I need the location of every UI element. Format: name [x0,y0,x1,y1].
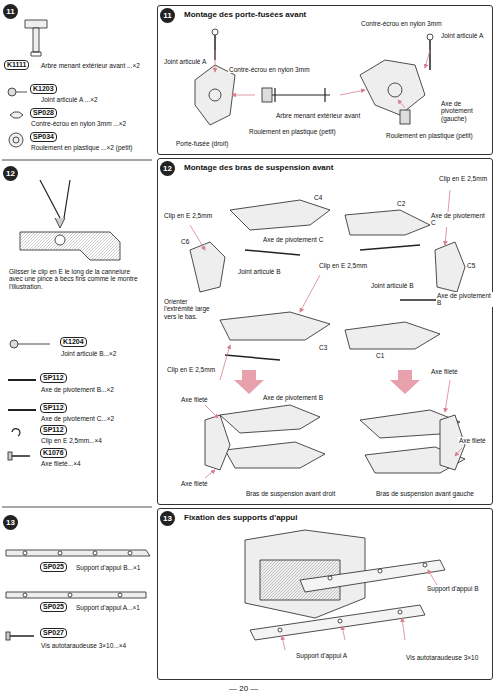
part-label: Roulement en plastique (petit) [248,128,337,135]
part-label: Contre-écrou en nylon 3mm [228,66,311,73]
part-label: Axe de pivotement C...×2 [40,415,115,422]
step-number: 11 [3,4,18,19]
step-title: Fixation des supports d'appui [182,513,299,522]
part-label: Contre-écrou en nylon 3mm ...×2 [30,120,127,127]
part-label: Porte-fusée (droit) [175,140,229,147]
step-title: Montage des bras de suspension avant [182,163,335,172]
step-number: 11 [160,8,175,23]
part-label: Support d'appui A [295,652,348,659]
part-code: K1076 [40,448,67,458]
part-label: C2 [396,200,406,207]
part-code: K1111 [4,60,29,70]
step-number: 13 [160,511,175,526]
part-label: Arbre menant extérieur avant ...×2 [40,62,141,69]
step-title: Montage des porte-fusées avant [182,10,308,19]
note-text: Axe de pivotement B [436,292,493,307]
part-label: C6 [180,238,190,245]
part-label: Arbre menant extérieur avant [275,112,361,119]
part-label: Joint articulé A [440,32,484,39]
part-label: Clip en E 2,5mm [163,212,213,219]
part-code: SP025 [40,562,67,572]
part-label: Joint articulé B [370,282,415,289]
part-label: Axe de pivotement B...×2 [40,386,115,393]
part-label: Support d'appui B...×1 [75,564,141,571]
part-label: Vis autotaraudeuse 3×10...×4 [40,642,127,649]
part-label: C3 [318,344,328,351]
part-code: SP025 [40,602,67,612]
part-label: Axe fileté [180,480,209,487]
note-text: Orienter l'extrémité large vers le bas. [163,298,217,320]
part-code: SP034 [30,132,57,142]
part-label: Axe fileté [458,437,487,444]
part-label: Roulement en plastique (petit) [385,132,474,139]
part-label: Vis autotaraudeuse 3×10 [405,654,479,661]
note-text: Axe de pivotement (gauche) [440,100,492,122]
part-label: Axe de pivotement C [262,236,324,243]
part-label: Clip en E 2,5mm...×4 [40,437,103,444]
step-number: 13 [3,515,18,530]
part-code: SP112 [40,373,67,383]
part-label: Axe fileté...×4 [40,460,82,467]
part-label: Clip en E 2,5mm [166,366,216,373]
part-label: C4 [313,194,323,201]
part-code: SP112 [40,425,67,435]
part-label: Bras de suspension avant droit [245,490,336,497]
part-label: C1 [375,352,385,359]
part-label: Axe fileté [180,396,209,403]
note-text: Axe de pivotement C [430,212,492,227]
part-label: Joint articulé B [237,268,282,275]
part-label: Clip en E 2,5mm [318,262,368,269]
note-text: Roulement en plastique ...×2 (petit) [30,144,147,151]
part-label: Support d'appui A...×1 [75,604,141,611]
part-label: Joint articulé A ...×2 [40,96,99,103]
part-code: SP112 [40,403,67,413]
part-code: SP028 [30,108,57,118]
page-number: — 20 — [228,684,259,693]
part-code: K1203 [30,84,57,94]
part-code: SP027 [40,628,67,638]
part-label: Joint articulé A [163,58,207,65]
step-number: 12 [160,161,175,176]
step-panel: Montage des bras de suspension avant [157,158,493,505]
note-text: Glisser le clip en E le long de la canne… [8,268,140,290]
part-label: Support d'appui B [426,585,479,592]
part-label: Clip en E 2,5mm [438,175,488,182]
step-number: 12 [3,166,18,181]
part-code: K1204 [60,337,87,347]
part-label: Bras de suspension avant gauche [375,490,475,497]
part-label: Axe de pivotement B [262,394,324,401]
part-label: C5 [466,262,476,269]
part-label: Axe fileté [430,368,459,375]
part-label: Joint articulé B...×2 [60,350,117,357]
part-label: Contre-écrou en nylon 3mm [360,20,443,27]
